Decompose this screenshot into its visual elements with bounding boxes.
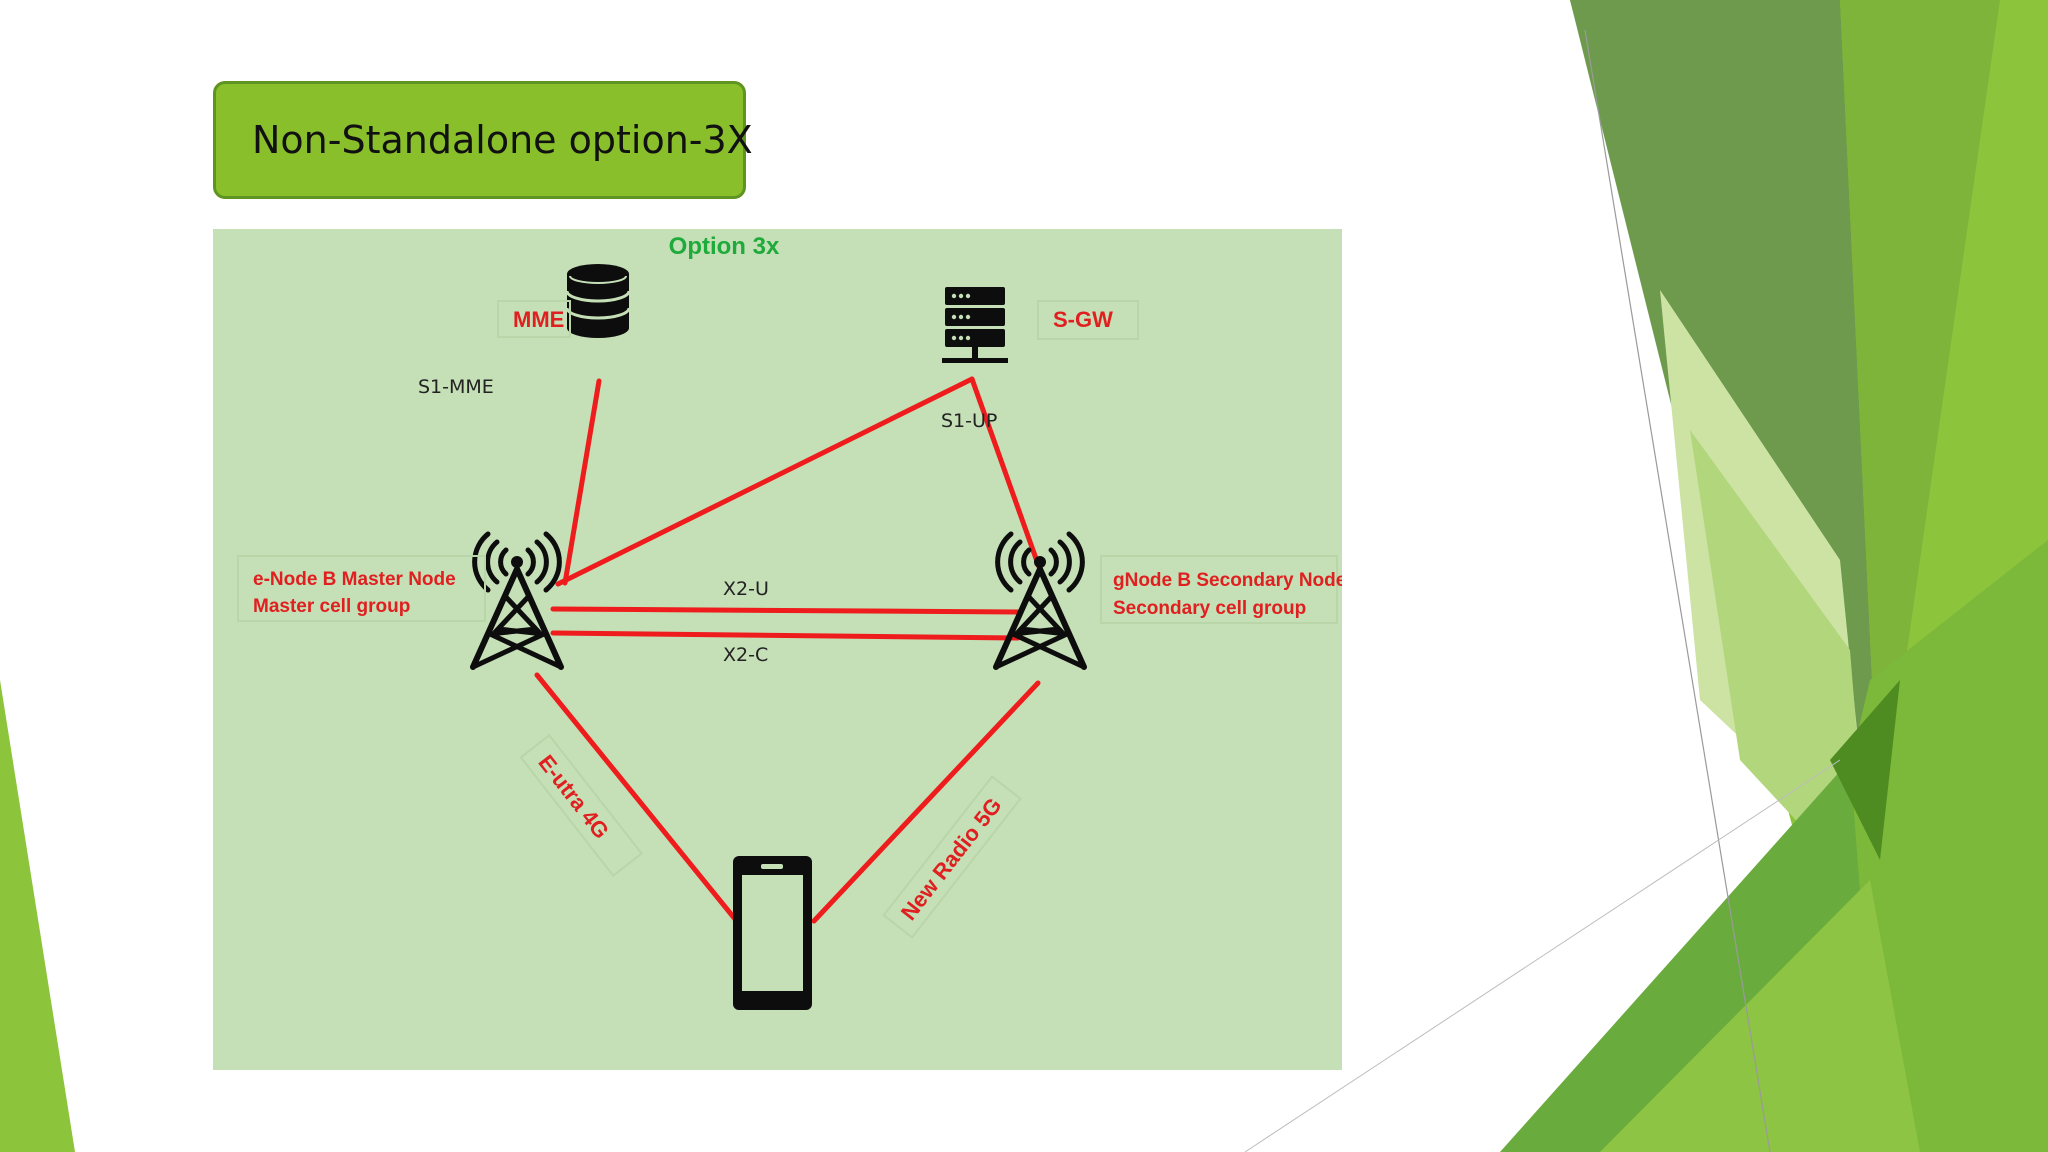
ue-smartphone-icon [733, 856, 812, 1010]
decor-facet [1830, 680, 1900, 860]
eutra-label-frame [519, 733, 643, 878]
title-box: Non-Standalone option-3X [213, 81, 753, 199]
enodeb-tower-icon [470, 531, 564, 670]
s1-up-link-enb [555, 376, 975, 587]
sgw-label-frame [1037, 300, 1139, 340]
decor-facet [1690, 430, 1870, 900]
enodeb-label-frame [237, 555, 486, 622]
sgw-server-icon [942, 287, 1008, 363]
decor-line [1584, 29, 1771, 1152]
gnodeb-tower-icon [993, 531, 1087, 670]
enodeb-label-line2: Master cell group [253, 596, 410, 617]
x2-c-label: X2-C [723, 644, 768, 666]
x2-u-label: X2-U [723, 578, 769, 600]
new-radio-5g-link [811, 680, 1041, 924]
gnodeb-label-line2: Secondary cell group [1113, 598, 1306, 619]
eutra-4g-link [534, 672, 738, 922]
s1-mme-link [562, 378, 602, 586]
decor-facet [0, 680, 75, 1152]
slide-title: Non-Standalone option-3X [252, 118, 753, 162]
x2-c-link [550, 630, 1021, 641]
decor-facet [1600, 880, 1920, 1152]
x2-u-link [550, 606, 1021, 615]
s1-up-link-gnb [969, 376, 1042, 570]
s1-mme-label: S1-MME [418, 376, 494, 398]
enodeb-label-line1: e-Node B Master Node [253, 569, 456, 590]
gnodeb-label-frame [1100, 555, 1338, 624]
mme-label-frame [497, 300, 571, 338]
gnodeb-label-line1: gNode B Secondary Node [1113, 570, 1342, 591]
decor-line [1244, 759, 1841, 1152]
diagram-heading: Option 3x [669, 233, 780, 260]
mme-database-icon [565, 264, 631, 338]
decor-facet [1840, 0, 2000, 850]
new-radio-label-frame [882, 775, 1022, 939]
s1-up-label: S1-UP [941, 410, 997, 432]
sgw-label: S-GW [1053, 307, 1113, 332]
mme-label: MME [513, 307, 564, 332]
option-3x-diagram: Option 3x MME S-GW [213, 229, 1342, 1070]
